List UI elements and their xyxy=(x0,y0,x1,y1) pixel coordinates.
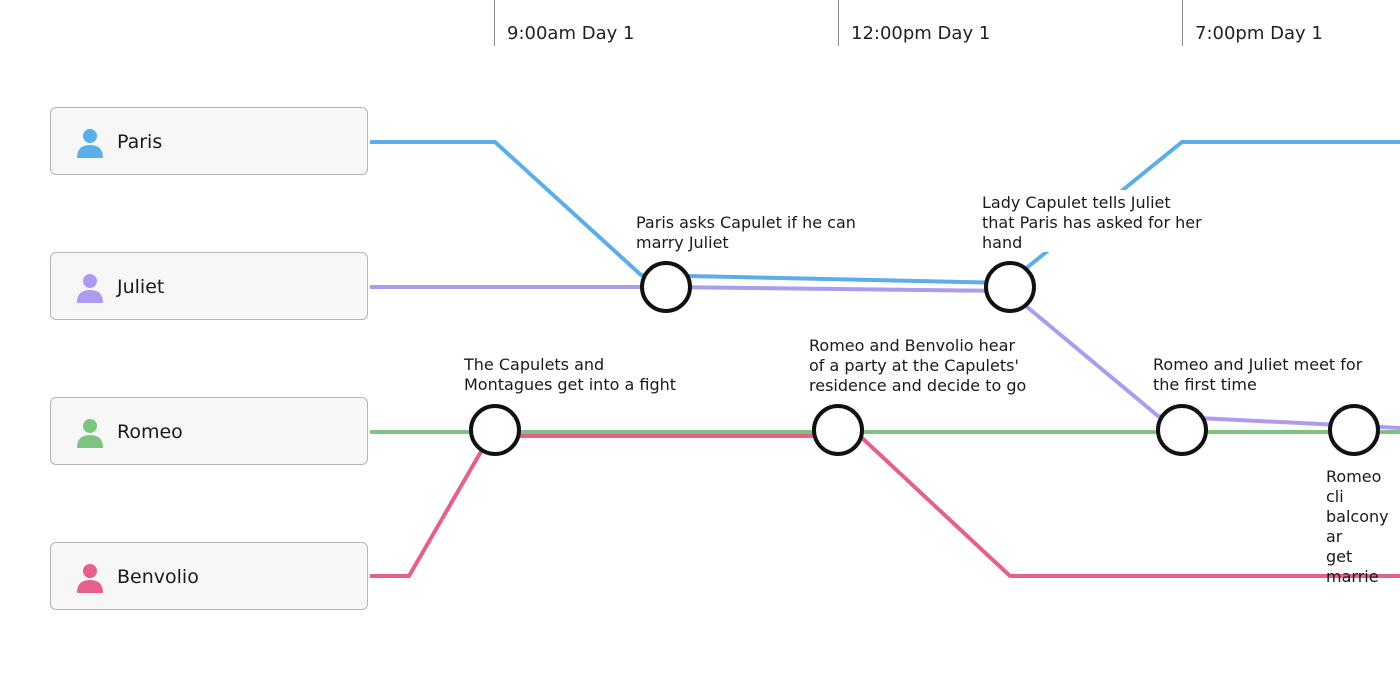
person-icon xyxy=(77,274,103,303)
character-card-benvolio[interactable]: Benvolio xyxy=(50,542,368,610)
event-node-paris-asks[interactable] xyxy=(640,261,692,313)
event-label-paris-asks: Paris asks Capulet if he can marry Julie… xyxy=(636,213,856,252)
storyline-benvolio xyxy=(370,434,1400,578)
event-node-party[interactable] xyxy=(812,404,864,456)
event-label-lady-capulet: Lady Capulet tells Juliet that Paris has… xyxy=(982,193,1202,252)
label-backdrop xyxy=(1030,190,1205,252)
timeline-tick xyxy=(494,0,495,46)
person-body xyxy=(77,435,103,448)
time-label-0: 9:00am Day 1 xyxy=(507,23,635,44)
person-icon xyxy=(77,564,103,593)
event-label-meet: Romeo and Juliet meet for the first time xyxy=(1153,355,1363,394)
event-label-party: Romeo and Benvolio hear of a party at th… xyxy=(809,336,1027,395)
time-label-2: 7:00pm Day 1 xyxy=(1195,23,1323,44)
person-icon xyxy=(77,129,103,158)
event-label-fight: The Capulets and Montagues get into a fi… xyxy=(464,355,677,394)
person-head xyxy=(83,564,97,578)
timeline-tick xyxy=(838,0,839,46)
character-card-juliet[interactable]: Juliet xyxy=(50,252,368,320)
person-body xyxy=(77,290,103,303)
character-name: Benvolio xyxy=(117,566,199,588)
timeline-tick xyxy=(1182,0,1183,46)
storyline-paris xyxy=(370,140,1400,286)
person-body xyxy=(77,580,103,593)
person-head xyxy=(83,274,97,288)
person-head xyxy=(83,419,97,433)
character-card-romeo[interactable]: Romeo xyxy=(50,397,368,465)
character-name: Romeo xyxy=(117,421,183,443)
event-node-lady-capulet[interactable] xyxy=(984,261,1036,313)
event-node-meet[interactable] xyxy=(1156,404,1208,456)
event-node-balcony[interactable] xyxy=(1328,404,1380,456)
event-node-fight[interactable] xyxy=(469,404,521,456)
time-label-1: 12:00pm Day 1 xyxy=(851,23,991,44)
character-name: Paris xyxy=(117,131,163,153)
person-head xyxy=(83,129,97,143)
character-name: Juliet xyxy=(117,276,165,298)
person-body xyxy=(77,145,103,158)
event-label-balcony: Romeo cli balcony ar get marrie xyxy=(1326,467,1389,586)
person-icon xyxy=(77,419,103,448)
character-card-paris[interactable]: Paris xyxy=(50,107,368,175)
